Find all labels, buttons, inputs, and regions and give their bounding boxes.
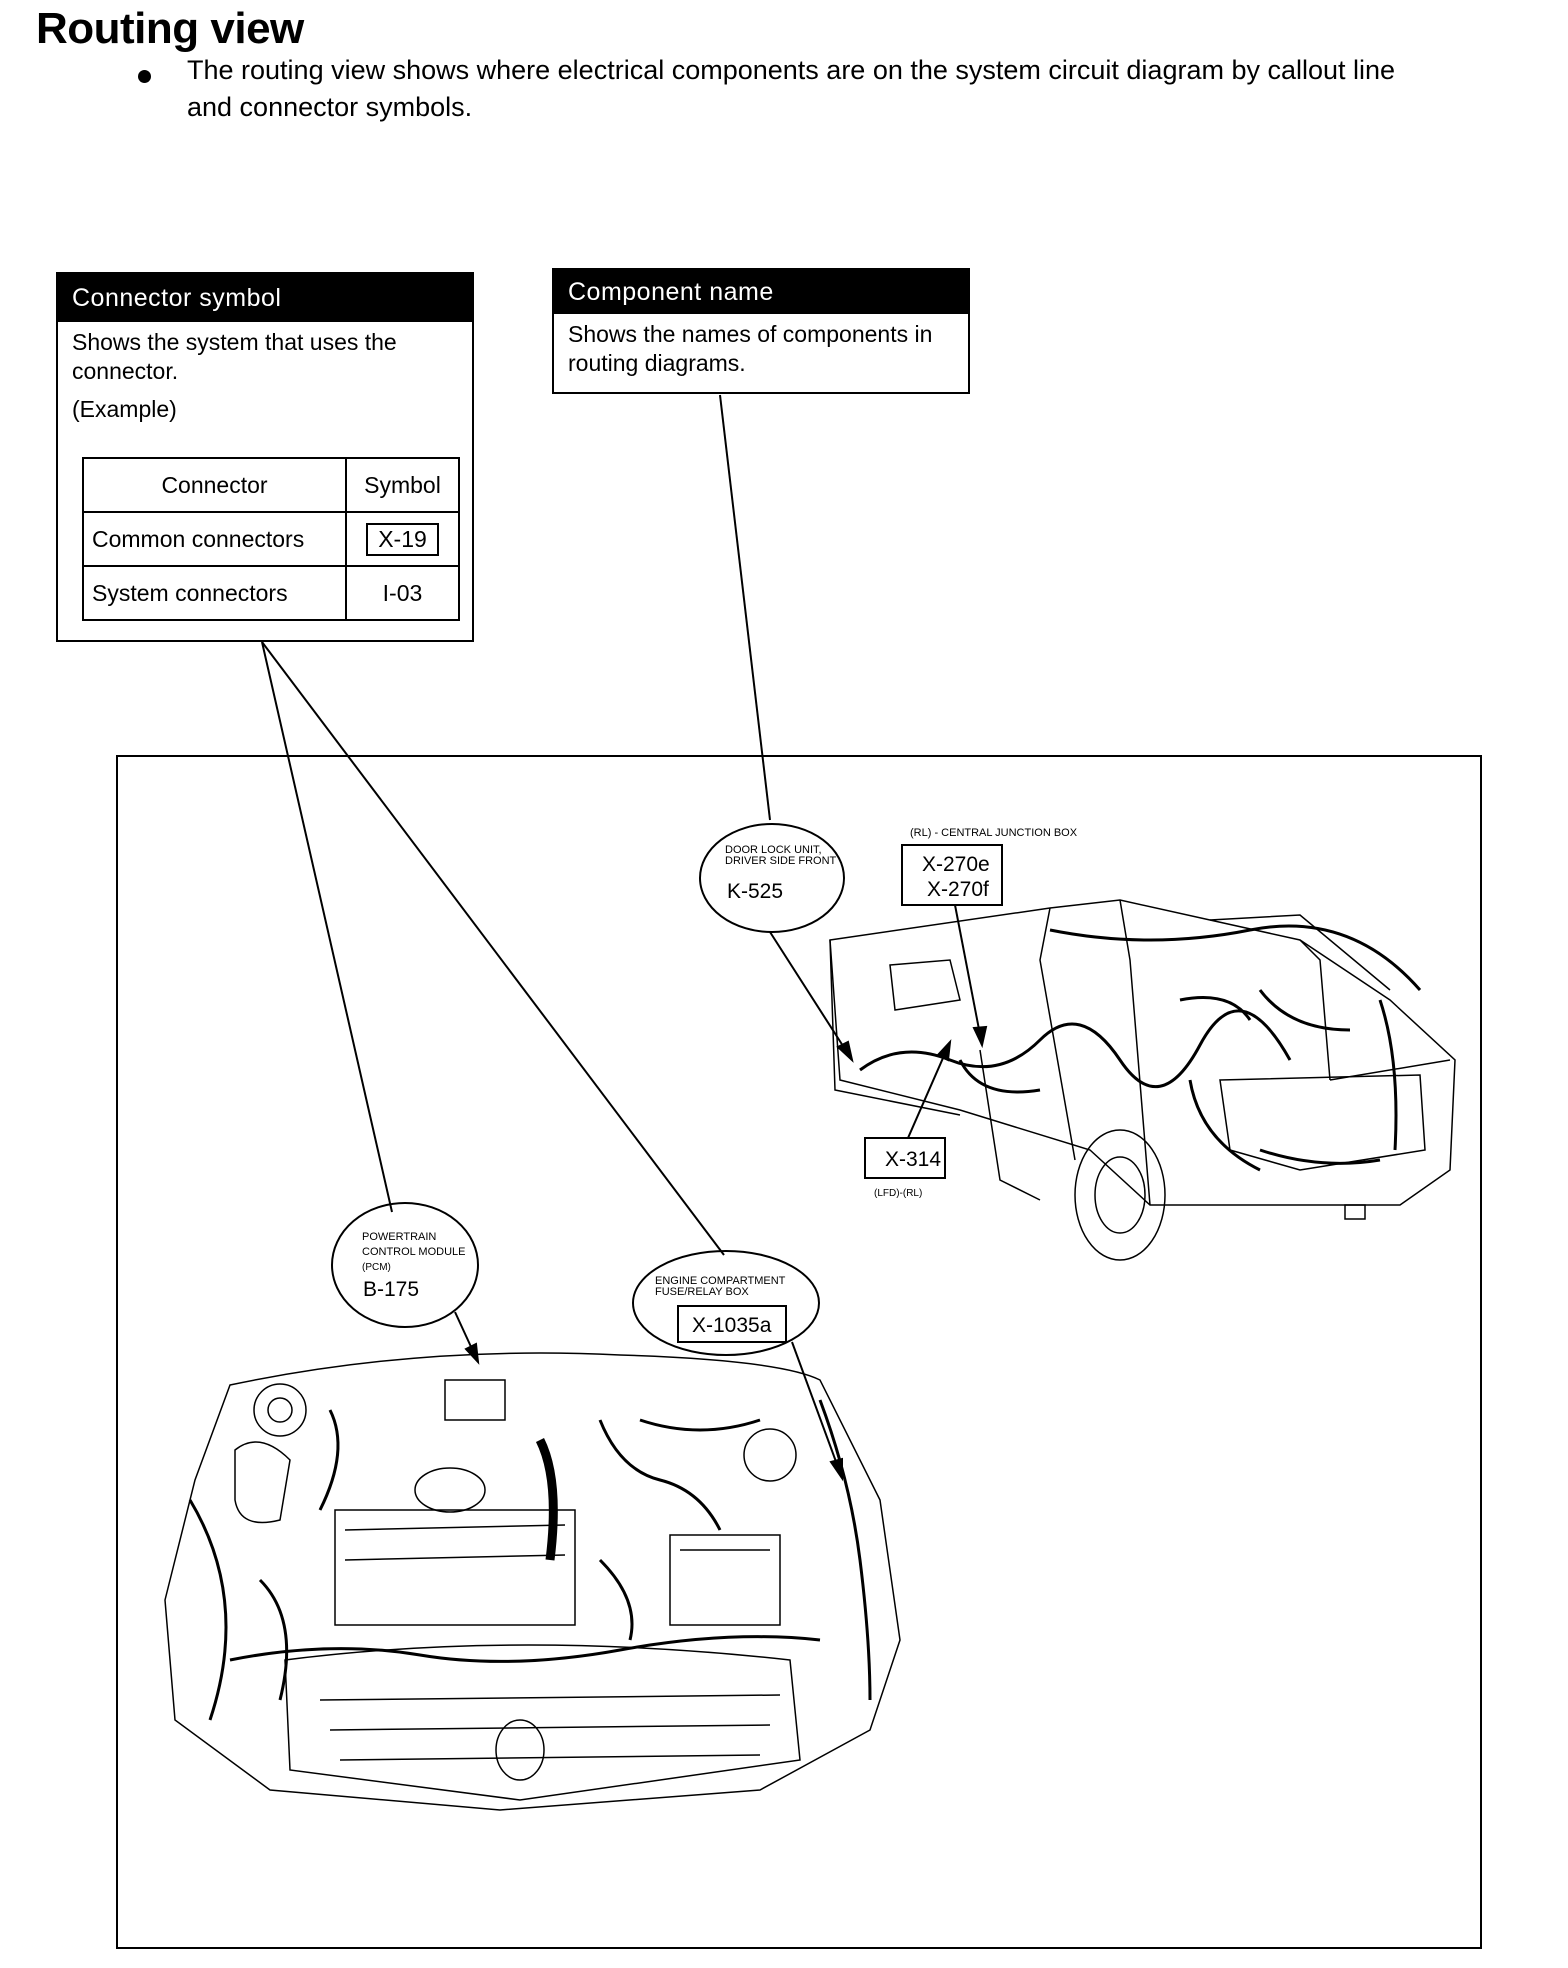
component-name-box: Component name Shows the names of compon… <box>552 268 970 394</box>
pcm-name-line2: CONTROL MODULE <box>362 1246 466 1258</box>
callout-fuse-box <box>632 1250 820 1356</box>
arrowhead-pcm <box>464 1342 480 1365</box>
table-row: System connectors I-03 <box>82 565 460 621</box>
fuse-box-code: X-1035a <box>692 1314 772 1337</box>
arrowhead-junction-box <box>972 1025 988 1049</box>
example-label: (Example) <box>72 396 177 422</box>
pcm-code: B-175 <box>363 1278 419 1301</box>
pcm-name-line1: POWERTRAIN <box>362 1231 436 1243</box>
connector-symbol-header: Connector symbol <box>58 274 472 322</box>
pcm-name-line3: (PCM) <box>362 1262 391 1273</box>
column-header-symbol: Symbol <box>345 457 460 513</box>
junction-box-code-2: X-270f <box>927 878 989 901</box>
connector-cell: Common connectors <box>82 511 347 567</box>
callout-door-lock <box>699 823 845 933</box>
page-title: Routing view <box>36 4 304 53</box>
leader-line-door-lock <box>719 394 771 821</box>
x314-sub: (LFD)-(RL) <box>874 1188 922 1199</box>
door-lock-name-line1: DOOR LOCK UNIT, <box>725 844 822 856</box>
connector-symbol-description: Shows the system that uses the connector… <box>72 329 397 384</box>
fuse-box-name-line1: ENGINE COMPARTMENT <box>655 1275 786 1287</box>
arrow-door-lock <box>769 931 853 1061</box>
door-lock-name-line2: DRIVER SIDE FRONT <box>725 855 837 867</box>
connector-cell: System connectors <box>82 565 347 621</box>
diagram-frame <box>116 755 1482 1949</box>
table-row: Common connectors X-19 <box>82 511 460 567</box>
intro-text: The routing view shows where electrical … <box>187 55 1396 122</box>
callout-x314 <box>864 1137 946 1179</box>
boxed-symbol: X-19 <box>366 522 439 556</box>
connector-symbol-box: Connector symbol Shows the system that u… <box>56 272 474 642</box>
leader-line-pcm <box>261 641 393 1213</box>
arrowhead-fuse-box <box>829 1457 843 1482</box>
junction-box-name: (RL) - CENTRAL JUNCTION BOX <box>910 827 1078 839</box>
bullet-icon <box>138 70 151 83</box>
symbol-cell: X-19 <box>345 511 460 567</box>
x314-code: X-314 <box>885 1148 941 1171</box>
column-header-connector: Connector <box>82 457 347 513</box>
leader-line-fuse-box <box>261 641 725 1256</box>
arrow-junction-box <box>954 904 983 1046</box>
component-name-description: Shows the names of components in routing… <box>568 321 933 376</box>
callout-junction-box <box>901 844 1003 906</box>
fuse-box-name-line2: FUSE/RELAY BOX <box>655 1286 749 1298</box>
arrowhead-x314 <box>936 1039 952 1062</box>
arrowhead-door-lock <box>836 1040 854 1063</box>
callout-pcm <box>331 1202 479 1328</box>
fuse-box-code-frame <box>677 1305 787 1343</box>
door-lock-code: K-525 <box>727 880 783 903</box>
arrow-fuse-box <box>791 1341 843 1479</box>
example-table: Connector Symbol Common connectors X-19 … <box>82 457 460 621</box>
junction-box-code-1: X-270e <box>922 853 990 876</box>
vehicle-rear-illustration <box>829 899 1456 1261</box>
engine-bay-illustration <box>164 1352 901 1811</box>
symbol-cell: I-03 <box>345 565 460 621</box>
component-name-header: Component name <box>554 270 968 314</box>
table-header-row: Connector Symbol <box>82 457 460 513</box>
